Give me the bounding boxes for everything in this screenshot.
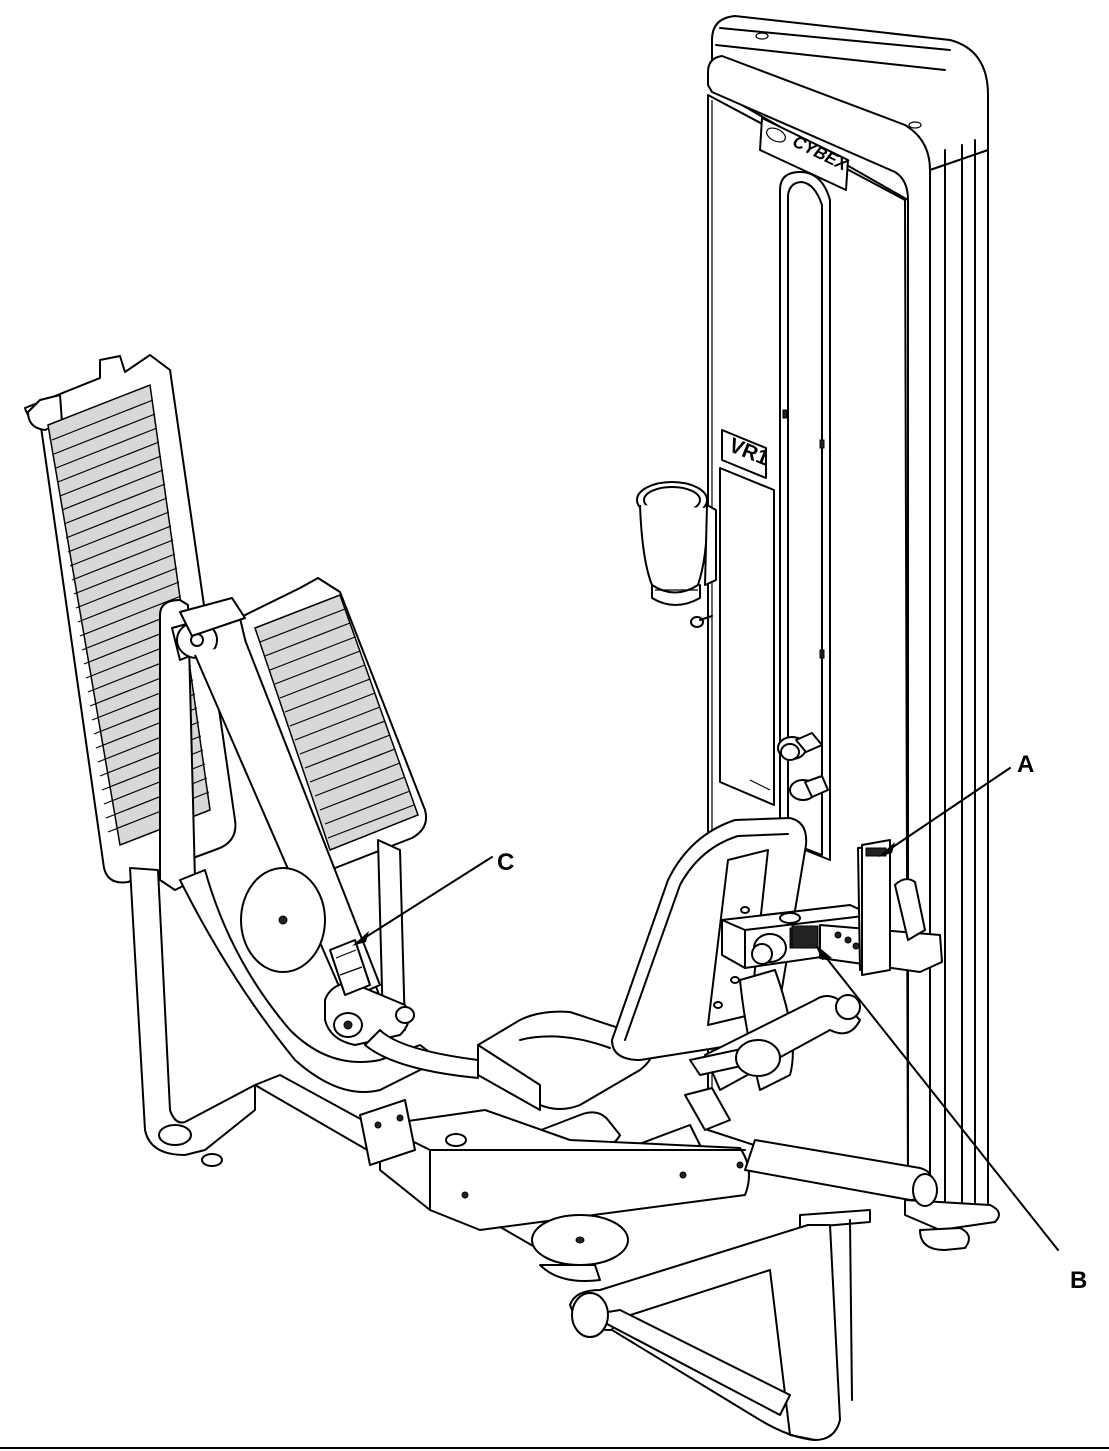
callout-label-b: B: [1070, 1267, 1087, 1294]
callout-c: C: [352, 849, 514, 946]
selector-pin-knob: [777, 732, 829, 801]
cup-holder: [636, 481, 717, 628]
guide-rod-slot: [779, 171, 831, 861]
lever-arm: [159, 597, 386, 1026]
callout-a: A: [878, 751, 1034, 857]
pivot-hub-left: [324, 981, 415, 1046]
callout-label-c: C: [497, 849, 514, 876]
decal-c: [329, 939, 371, 996]
decal-b: [791, 925, 819, 949]
right-footplate: [234, 577, 428, 872]
decal-a: [861, 839, 891, 976]
callout-b: B: [815, 944, 1087, 1294]
model-plate: VR1: [719, 429, 775, 806]
callout-label-a: A: [1017, 751, 1034, 778]
base-front-frame: [569, 1219, 853, 1441]
pivot-bracket: [359, 1099, 750, 1231]
cam-disc: [240, 867, 326, 973]
base-rail-right: [744, 1139, 938, 1229]
base-disc: [531, 1214, 629, 1282]
seat-cushion: [364, 1010, 654, 1111]
